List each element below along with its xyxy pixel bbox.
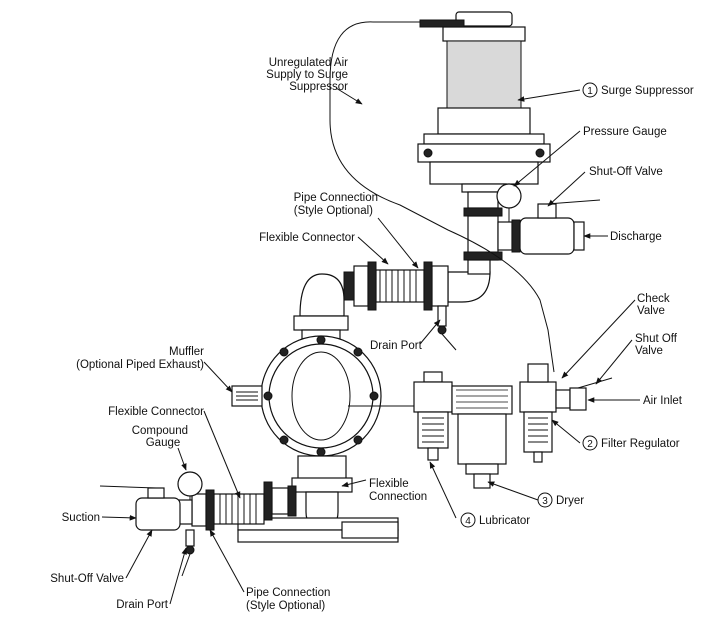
label-filter-regulator: Filter Regulator <box>601 438 680 450</box>
callout-circles <box>460 82 598 528</box>
label-shut-off-valve-right-1: Shut Off <box>635 333 678 345</box>
label-flexible-connection-2: Connection <box>369 491 427 503</box>
callout-number-1: 1 <box>587 86 593 97</box>
surge-suppressor <box>373 11 551 193</box>
label-muffler-1: Muffler <box>169 346 204 358</box>
unregulated-air-hose <box>329 21 555 373</box>
leader-lines <box>101 87 640 605</box>
label-flexible-connector-left: Flexible Connector <box>108 406 204 418</box>
label-pipe-connection-top-1: Pipe Connection <box>294 192 378 204</box>
callout-number-3: 3 <box>542 496 548 507</box>
label-muffler-2: (Optional Piped Exhaust) <box>76 359 204 371</box>
pump-body <box>231 273 399 543</box>
callout-number-2: 2 <box>587 439 593 450</box>
label-flexible-connection-1: Flexible <box>369 478 409 490</box>
label-check-valve-1: Check <box>637 293 670 305</box>
label-shutoff-valve-bottom: Shut-Off Valve <box>50 573 124 585</box>
label-pipe-connection-bottom-2: (Style Optional) <box>246 600 325 612</box>
label-check-valve-2: Valve <box>637 305 665 317</box>
label-lubricator: Lubricator <box>479 515 530 527</box>
label-suction: Suction <box>62 512 100 524</box>
labels: Unregulated Air Supply to Surge Suppress… <box>50 57 694 612</box>
label-discharge: Discharge <box>610 231 662 243</box>
label-drain-port-top: Drain Port <box>370 340 423 352</box>
discharge-assembly <box>463 183 601 261</box>
label-flexible-connector-top: Flexible Connector <box>259 232 355 244</box>
label-air-inlet: Air Inlet <box>643 395 683 407</box>
label-unregulated-air-3: Suppressor <box>289 81 348 93</box>
label-unregulated-air-1: Unregulated Air <box>269 57 348 69</box>
label-unregulated-air-2: Supply to Surge <box>266 69 348 81</box>
label-dryer: Dryer <box>556 495 584 507</box>
callout-number-4: 4 <box>465 516 471 527</box>
label-surge-suppressor: Surge Suppressor <box>601 85 694 97</box>
label-pipe-connection-bottom-1: Pipe Connection <box>246 587 330 599</box>
air-treatment-units <box>348 363 613 489</box>
label-shut-off-valve-right-2: Valve <box>635 345 663 357</box>
suction-assembly <box>99 471 297 577</box>
label-compound-gauge-2: Gauge <box>146 437 181 449</box>
label-compound-gauge-1: Compound <box>132 425 188 437</box>
label-drain-port-bottom: Drain Port <box>116 599 169 611</box>
label-pressure-gauge: Pressure Gauge <box>583 126 667 138</box>
label-pipe-connection-top-2: (Style Optional) <box>294 205 373 217</box>
label-shutoff-valve-top: Shut-Off Valve <box>589 166 663 178</box>
discharge-pipe-top <box>343 259 491 351</box>
